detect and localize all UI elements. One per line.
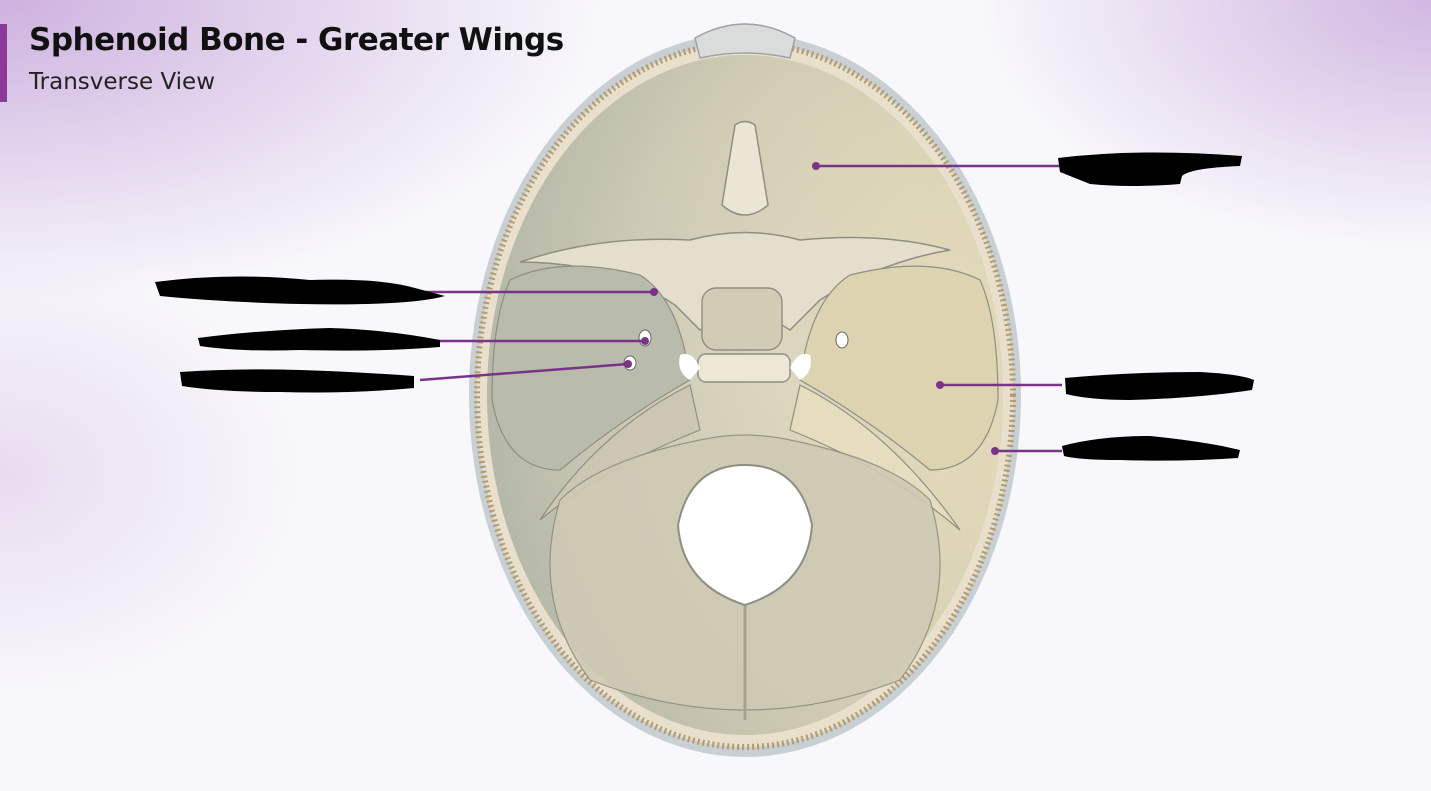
redacted-label-3	[198, 328, 440, 351]
redacted-label-2	[155, 276, 445, 305]
leader-line-6	[991, 447, 1062, 455]
sphenoid-lesser-wings	[519, 231, 951, 331]
page-subtitle: Transverse View	[29, 69, 216, 95]
leader-line-5	[936, 381, 1062, 389]
redacted-label-6	[1062, 436, 1240, 461]
redacted-label-5	[1065, 372, 1254, 400]
foramen-magnum	[676, 463, 814, 607]
leader-line-1	[812, 162, 1060, 170]
title-accent-bar	[0, 24, 7, 102]
middle-cranial-fossa-right	[799, 265, 999, 471]
leader-line-4	[419, 360, 632, 382]
foramina	[623, 329, 849, 380]
crista-galli	[721, 120, 769, 216]
redacted-label-4	[180, 369, 414, 393]
leader-line-3	[430, 337, 649, 345]
leader-line-2	[420, 288, 658, 296]
leader-lines	[419, 162, 1062, 455]
redacted-label-1	[1058, 152, 1242, 186]
sella-turcica	[697, 287, 791, 383]
redacted-labels	[155, 152, 1254, 461]
page-title: Sphenoid Bone - Greater Wings	[29, 22, 564, 58]
